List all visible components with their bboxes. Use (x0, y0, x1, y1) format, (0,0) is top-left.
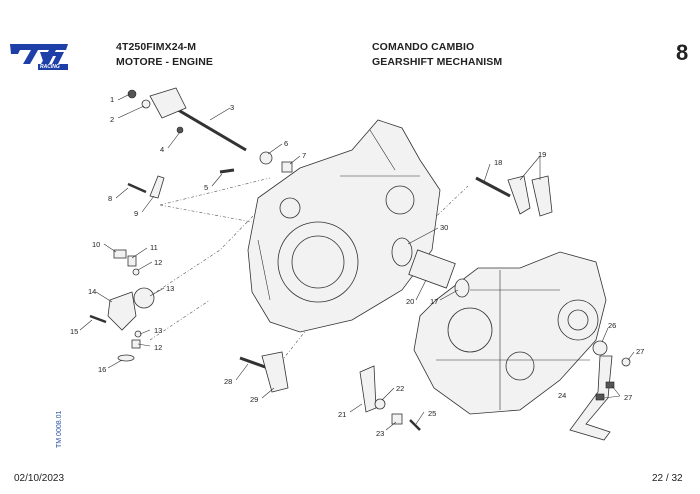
callout: 9 (134, 209, 138, 218)
fork-shaft-29 (239, 356, 269, 370)
screw-5 (219, 168, 235, 174)
screw-16 (89, 314, 107, 324)
callout: 13 (154, 326, 162, 335)
callout: 11 (150, 243, 158, 252)
section-title-it: COMANDO CAMBIO (372, 41, 475, 53)
bearing-17 (454, 278, 470, 298)
callout: 24 (558, 391, 566, 400)
callout: 13 (166, 284, 174, 293)
callout-numbers: 1 2 3 4 5 6 7 8 9 10 16 11 12 12 13 13 1… (70, 95, 644, 438)
callout: 19 (538, 150, 546, 159)
ball-13 (132, 268, 140, 276)
callout: 6 (284, 139, 288, 148)
callout: 15 (70, 327, 78, 336)
callout: 17 (430, 297, 438, 306)
callout: 30 (440, 223, 448, 232)
fork-19b (531, 175, 553, 217)
callout: 25 (428, 409, 436, 418)
callout: 4 (160, 145, 164, 154)
spring-6 (259, 151, 273, 165)
callout: 5 (204, 183, 208, 192)
callout: 22 (396, 384, 404, 393)
page-indicator: 22 / 32 (652, 473, 683, 484)
callout: 12 (154, 343, 162, 352)
callout: 27 (624, 393, 632, 402)
callout: 20 (406, 297, 414, 306)
lever-9 (149, 175, 165, 199)
screw-8 (127, 182, 147, 194)
callout: 23 (376, 429, 384, 438)
brand-logo: RACING (8, 40, 70, 72)
left-crankcase (247, 119, 441, 333)
callout: 21 (338, 410, 346, 419)
section-title-en: GEARSHIFT MECHANISM (372, 56, 503, 68)
screw-27a (605, 381, 615, 389)
callout: 2 (110, 115, 114, 124)
callout: 26 (608, 321, 616, 330)
brand-subtext: RACING (40, 64, 60, 70)
star-14 (133, 287, 155, 309)
spring-12 (127, 255, 137, 267)
bush-7 (281, 161, 293, 173)
callout: 14 (88, 287, 96, 296)
callout: 28 (224, 377, 232, 386)
section-number: 8 (676, 40, 689, 65)
callout: 27 (636, 347, 644, 356)
callout: 18 (494, 158, 502, 167)
model-code: 4T250FIMX24-M (116, 41, 197, 53)
pin-11 (117, 354, 135, 362)
lever-21 (359, 365, 377, 413)
pin-10 (113, 249, 127, 259)
group-title: MOTORE - ENGINE (116, 56, 213, 68)
detent-lever-15 (107, 291, 137, 331)
spring-22 (374, 398, 386, 410)
screw-27b (595, 393, 605, 401)
tm-racing-logo-icon (10, 44, 68, 70)
callout: 3 (230, 103, 234, 112)
callout: 10 (92, 240, 100, 249)
fork-19a (507, 175, 531, 215)
callout: 7 (302, 151, 306, 160)
seal-26 (592, 340, 608, 356)
bearing-31 (391, 237, 413, 267)
callout: 29 (250, 395, 258, 404)
pin-23 (391, 413, 403, 425)
shift-shaft (127, 87, 247, 152)
callout: 16 (98, 365, 106, 374)
fork-30 (261, 351, 289, 393)
callout: 12 (154, 258, 162, 267)
spring-12b (131, 339, 141, 349)
callout: 1 (110, 95, 114, 104)
leader-lines (79, 93, 635, 431)
screw-25 (409, 419, 421, 431)
gear-pedal-24 (569, 355, 613, 441)
callout: 8 (108, 194, 112, 203)
ball-13b (134, 330, 142, 338)
fork-shaft-18 (475, 176, 511, 198)
print-date: 02/10/2023 (14, 473, 65, 484)
shift-drum-20 (408, 249, 456, 289)
